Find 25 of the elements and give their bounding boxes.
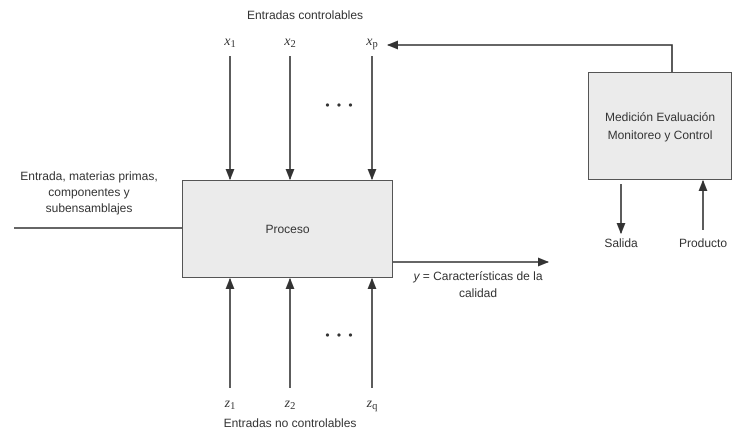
arrow — [368, 56, 376, 180]
annotation-text: • • • — [324, 327, 356, 344]
arrow — [226, 278, 234, 388]
arrow — [393, 258, 550, 266]
arrow — [286, 278, 294, 388]
variable-label: x$_{p}$ — [357, 30, 387, 52]
arrow — [616, 184, 626, 234]
arrow — [698, 180, 708, 230]
variable-label: x$_{2}$ — [275, 30, 305, 52]
variable-label: z$_{q}$ — [357, 392, 387, 414]
arrow — [368, 278, 376, 388]
annotation-text: Entrada, materias primas, componentes y subensamblajes — [19, 168, 159, 216]
process-box: Proceso — [182, 180, 393, 278]
variable-label: Salida — [596, 234, 646, 252]
annotation-text: Entradas controlables — [246, 7, 364, 24]
arrow — [286, 56, 294, 180]
variable-label: z$_{1}$ — [215, 392, 245, 414]
variable-label: Producto — [668, 234, 738, 252]
process-box: Medición Evaluación Monitoreo y Control — [588, 72, 732, 180]
variable-label: x$_{1}$ — [215, 30, 245, 52]
annotation-text: • • • — [324, 97, 356, 114]
variable-label: z$_{2}$ — [275, 392, 305, 414]
arrow — [226, 56, 234, 180]
arrow — [386, 40, 673, 72]
annotation-text: Entradas no controlables — [222, 415, 358, 432]
